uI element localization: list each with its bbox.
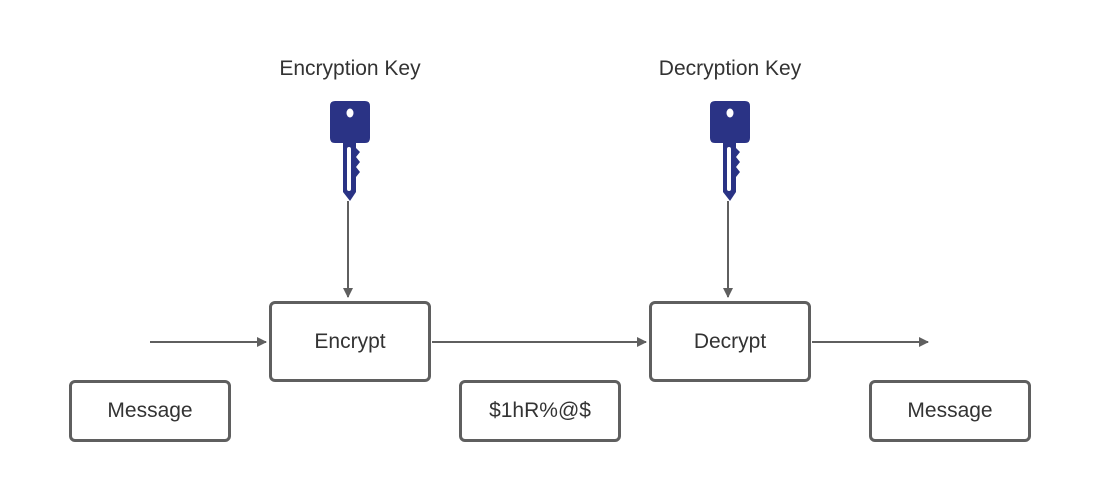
plaintext-input-label: Message xyxy=(107,399,193,422)
plaintext-output-label: Message xyxy=(907,399,993,422)
plaintext-output-box: Message xyxy=(869,380,1031,442)
plaintext-input-box: Message xyxy=(69,380,231,442)
encrypt-process-box: Encrypt xyxy=(269,301,431,382)
decryption-key-icon xyxy=(710,101,750,201)
encryption-key-label: Encryption Key xyxy=(279,57,421,80)
decryption-key-label: Decryption Key xyxy=(658,57,802,80)
ciphertext-box: $1hR%@$ xyxy=(459,380,621,442)
encrypt-label: Encrypt xyxy=(314,329,386,353)
encryption-key-icon xyxy=(330,101,370,201)
decrypt-label: Decrypt xyxy=(693,329,767,353)
decrypt-process-box: Decrypt xyxy=(649,301,811,382)
ciphertext-label: $1hR%@$ xyxy=(489,399,591,422)
